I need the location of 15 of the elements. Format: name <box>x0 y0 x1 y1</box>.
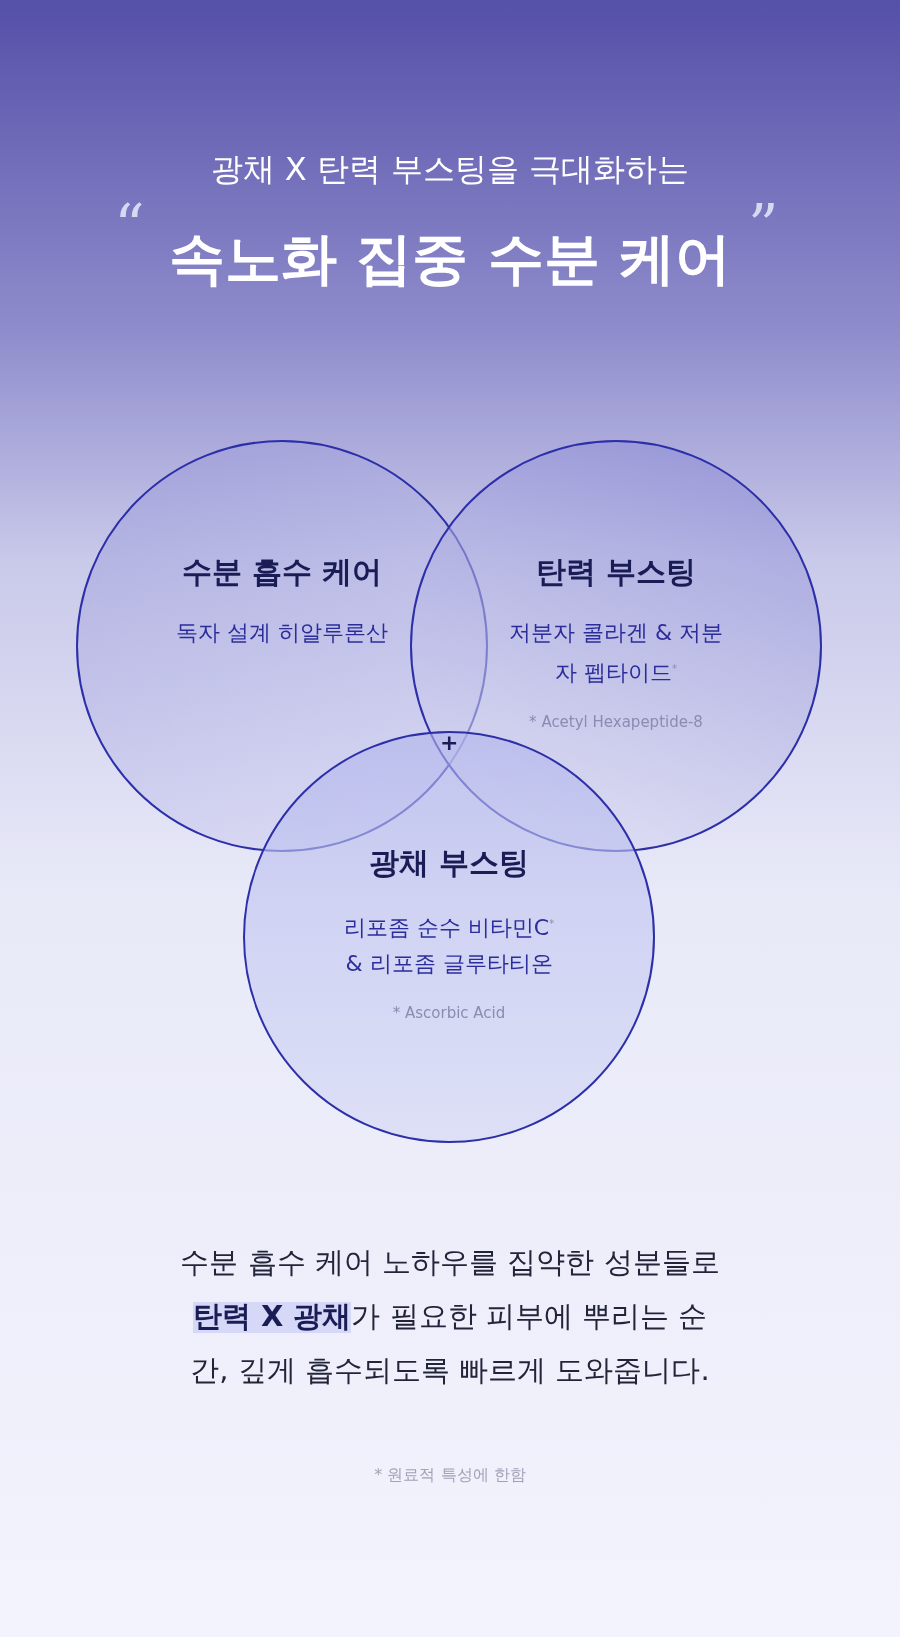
circle-description: 독자 설계 히알루론산 <box>175 619 389 647</box>
subtitle: 광채 X 탄력 부스팅을 극대화하는 <box>210 149 690 190</box>
circle-description: 리포좀 순수 비타민C$^{*}$ & 리포좀 글루타티온 <box>342 914 556 979</box>
footnote: * Acetyl Hexapeptide-8 <box>529 713 703 732</box>
circle-heading: 광채 부스팅 <box>368 844 530 882</box>
title: 속노화 집중 수분 케어 <box>168 225 732 293</box>
circle-heading: 수분 흡수 케어 <box>181 553 383 591</box>
circle-description: 저분자 콜라겐 & 저분자 펩타이드$^{*}$ <box>507 619 725 688</box>
circle-heading: 탄력 부스팅 <box>535 553 697 591</box>
quote-mark: ” <box>748 196 779 256</box>
footnote: * 원료적 특성에 한함 <box>374 1465 526 1486</box>
footnote: * Ascorbic Acid <box>392 1004 506 1023</box>
description-paragraph: 수분 흡수 케어 노하우를 집약한 성분들로 탄력 X 광채가 필요한 피부에 뿌리는 순간, 깊게 흡수되도록 빠르게 도와줍니다. <box>180 1244 720 1389</box>
quote-mark: “ <box>114 196 145 256</box>
plus-sign: + <box>440 730 459 755</box>
